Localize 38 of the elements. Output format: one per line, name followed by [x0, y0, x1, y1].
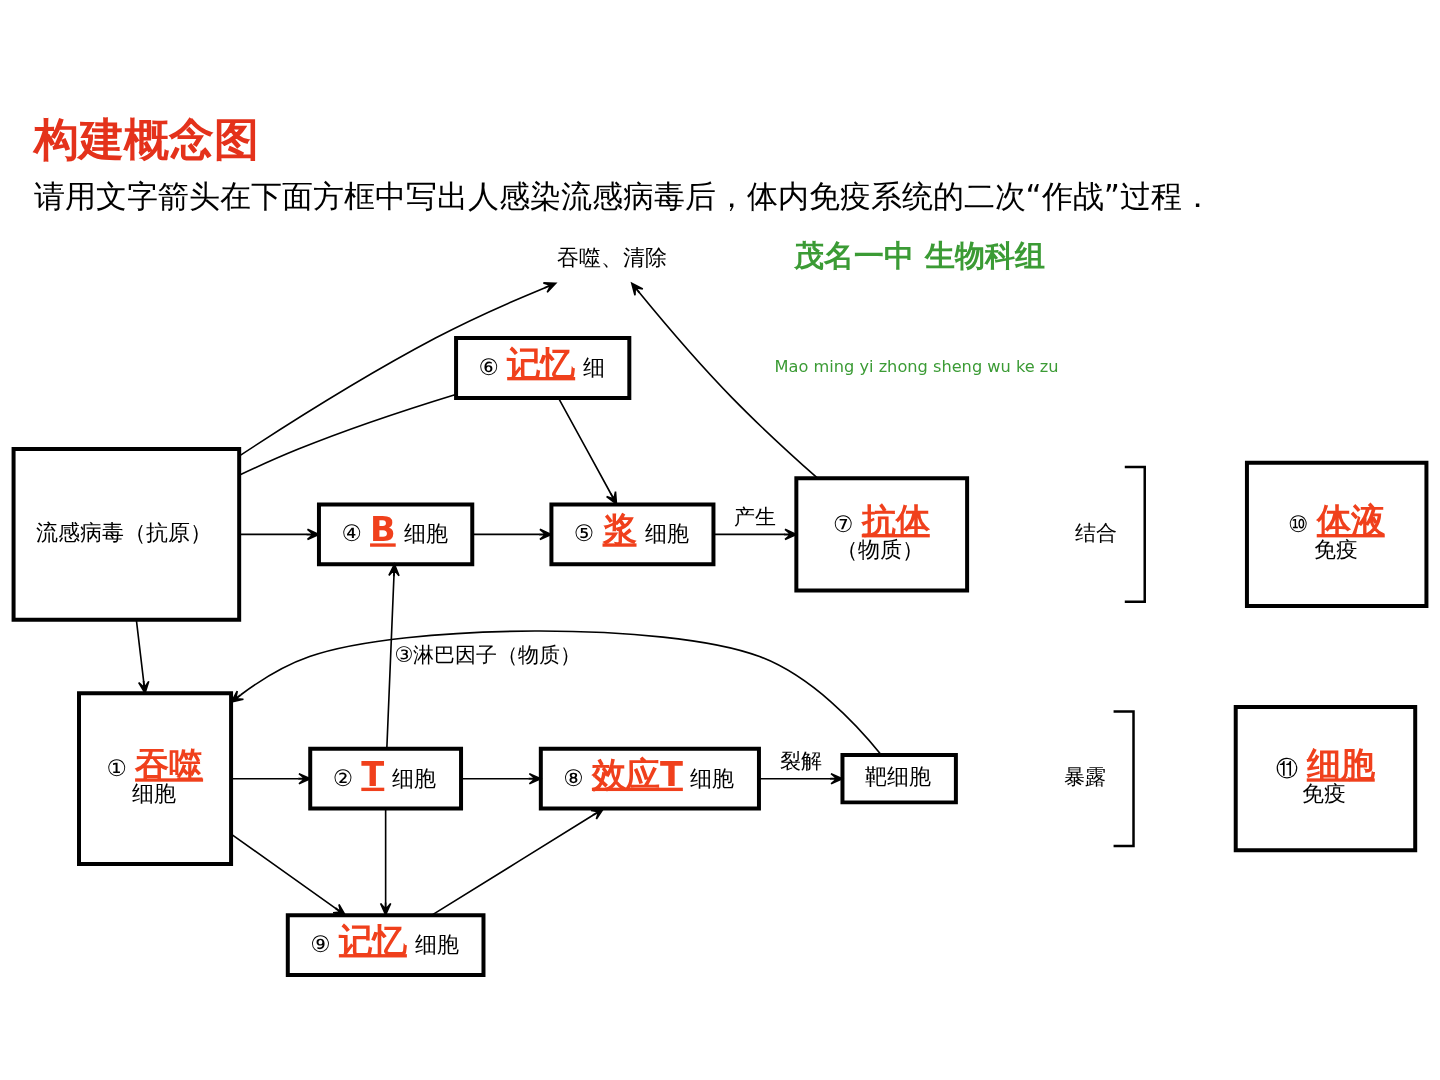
connector: [238, 393, 457, 476]
edge-label: 裂解: [779, 748, 822, 774]
arrow: [238, 282, 557, 457]
node-box: ⑪ 细胞 免疫: [1233, 705, 1418, 853]
caption: 请用文字箭头在下面方框中写出人感染流感病毒后，体内免疫系统的二次“作战”过程．: [33, 178, 1213, 215]
diagram-title: 构建概念图: [33, 112, 259, 166]
node-text: 吞噬、清除: [557, 244, 668, 271]
arrow: [230, 833, 346, 916]
node-box: ⑥ 记忆 细: [454, 336, 632, 400]
node-box: ⑤ 浆 细胞: [549, 502, 716, 567]
node-box: 靶细胞: [840, 753, 958, 805]
label: Mao ming yi zhong sheng wu ke zu: [774, 357, 1059, 377]
arrow: [631, 282, 819, 480]
arrow: [557, 397, 618, 505]
label: 暴露: [1063, 763, 1106, 789]
edge-label: ③淋巴因子（物质）: [394, 641, 582, 667]
arrow: [471, 528, 552, 541]
node-box: ⑨ 记忆 细胞: [285, 913, 486, 977]
node-box: ① 吞噬 细胞: [77, 691, 234, 867]
arrow: [460, 772, 542, 785]
label: 茂名一中 生物科组: [794, 238, 1045, 274]
node-box: ⑧ 效应T 细胞: [538, 746, 761, 811]
arrow: [230, 630, 882, 756]
arrow: [386, 563, 400, 750]
arrow: [431, 808, 605, 916]
label: 结合: [1074, 519, 1117, 545]
node-box: ⑦ 抗体 （物质）: [794, 476, 970, 593]
arrow: [712, 528, 798, 541]
arrow: [238, 528, 320, 541]
node-box: ⑩ 体液 免疫: [1244, 460, 1429, 609]
node-box: 流感病毒（抗原）: [11, 447, 242, 622]
edge-label: 产生: [733, 503, 776, 529]
node-box: ④ B 细胞: [316, 502, 475, 567]
node-box: ② T 细胞: [308, 746, 464, 811]
arrow: [230, 772, 311, 785]
arrow: [135, 619, 150, 694]
arrow: [379, 808, 392, 916]
arrow: [758, 772, 844, 785]
